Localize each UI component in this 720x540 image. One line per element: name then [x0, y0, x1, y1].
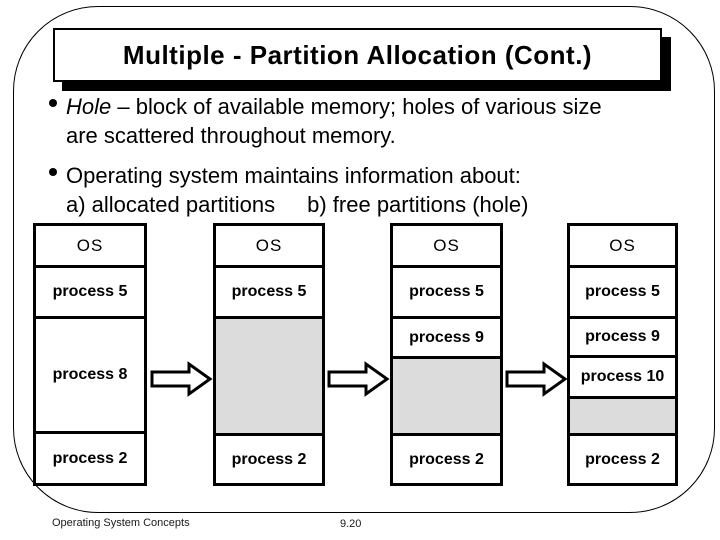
segment-label: OS [433, 235, 460, 255]
memory-segment: OS [570, 226, 675, 268]
memory-segment: process 10 [570, 358, 675, 399]
memory-segment: OS [36, 226, 144, 268]
segment-label: process 2 [585, 450, 660, 468]
slide-title: Multiple - Partition Allocation (Cont.) [122, 39, 593, 70]
segment-label: process 9 [409, 328, 484, 346]
bullet-text-line: are scattered throughout memory. [66, 123, 396, 148]
memory-hole [570, 399, 675, 436]
bullet-hole-definition: Hole – block of available memory; holes … [49, 92, 666, 150]
segment-label: process 2 [231, 450, 307, 468]
memory-segment: process 5 [36, 268, 144, 319]
memory-segment: process 9 [393, 319, 500, 359]
segment-label: process 8 [52, 366, 128, 383]
segment-label: process 10 [580, 368, 665, 385]
memory-hole [216, 319, 322, 436]
bullet-text-line: Hole – block of available memory; holes … [66, 94, 602, 119]
segment-label: OS [255, 235, 283, 255]
memory-segment: process 8 [36, 319, 144, 434]
memory-segment: process 2 [570, 436, 675, 483]
hole-term: Hole [66, 94, 112, 119]
memory-segment: process 2 [36, 434, 144, 483]
segment-label: OS [76, 235, 104, 255]
memory-column-2: OS process 5 process 2 [213, 223, 325, 486]
memory-segment: OS [393, 226, 500, 268]
segment-label: process 2 [409, 450, 484, 468]
bullet-text-line: Operating system maintains information a… [66, 163, 521, 188]
segment-label: process 5 [231, 283, 307, 300]
memory-segment: process 2 [393, 436, 500, 483]
memory-segment: process 2 [216, 436, 322, 483]
memory-segment: process 5 [393, 268, 500, 319]
segment-label: process 2 [52, 449, 128, 467]
memory-hole [393, 359, 500, 436]
right-arrow-icon [327, 361, 390, 397]
memory-segment: OS [216, 226, 322, 268]
right-arrow-icon [150, 361, 213, 397]
memory-segment: process 5 [570, 268, 675, 319]
footer-page-number: 9.20 [340, 518, 362, 530]
memory-column-1: OS process 5 process 8 process 2 [33, 223, 147, 486]
segment-label: process 5 [52, 283, 128, 300]
bullet-icon [49, 168, 57, 176]
memory-segment: process 9 [570, 319, 675, 358]
slide-rounded-border [13, 6, 715, 513]
right-arrow-icon [505, 361, 568, 397]
memory-segment: process 5 [216, 268, 322, 319]
segment-label: process 5 [585, 283, 660, 300]
footer-book-title: Operating System Concepts [52, 517, 190, 529]
memory-column-3: OS process 5 process 9 process 2 [390, 223, 503, 486]
slide-title-box: Multiple - Partition Allocation (Cont.) [53, 28, 662, 82]
segment-label: process 5 [409, 283, 484, 300]
memory-column-4: OS process 5 process 9 process 10 process 2 [567, 223, 678, 486]
bullet-icon [49, 99, 57, 107]
bullet-os-information: Operating system maintains information a… [49, 161, 666, 219]
segment-label: process 9 [585, 328, 660, 345]
segment-label: OS [609, 235, 636, 255]
